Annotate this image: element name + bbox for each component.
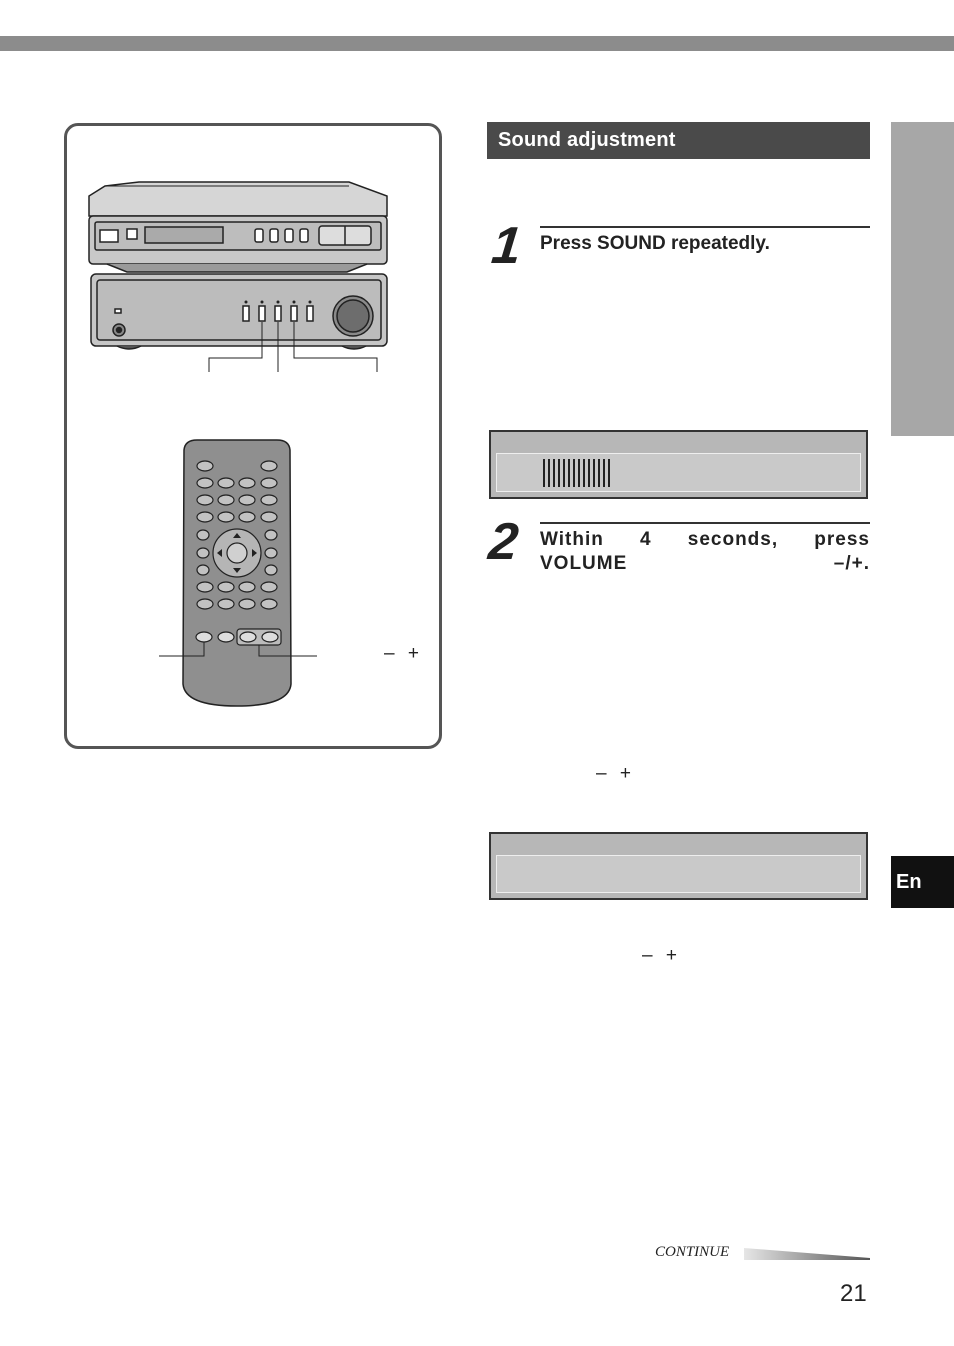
step-1-number: 1 (488, 217, 524, 275)
lcd-level-bar (543, 459, 545, 487)
cd-player-illustration (88, 181, 388, 273)
lcd-level-bars (543, 459, 610, 487)
step-2-instruction: Within 4 seconds, press VOLUME –/+. (540, 529, 870, 574)
lcd-level-bar (558, 459, 560, 487)
page-number: 21 (840, 1280, 867, 1307)
lcd-level-bar (548, 459, 550, 487)
lcd-level-bar (583, 459, 585, 487)
lcd-level-bar (603, 459, 605, 487)
lcd-display-window (496, 453, 861, 492)
step-2-rule (540, 522, 870, 524)
amplifier-illustration (90, 273, 388, 350)
step-1-instruction: Press SOUND repeatedly. (540, 233, 770, 254)
language-tab: En (891, 856, 954, 908)
section-heading: Sound adjustment (487, 122, 870, 159)
top-header-bar (0, 36, 954, 51)
lcd-display-sound-level (489, 430, 868, 499)
amplifier-callout-lines (208, 322, 378, 372)
lcd-level-bar (573, 459, 575, 487)
step-1-rule (540, 226, 870, 228)
figure-volume-label: – + (384, 643, 423, 664)
remote-callout-lines (159, 642, 317, 657)
remote-control-illustration (182, 439, 292, 707)
lcd-display-empty (489, 832, 868, 900)
lcd-level-bar (588, 459, 590, 487)
lcd-level-bar (598, 459, 600, 487)
lcd-level-bar (553, 459, 555, 487)
device-illustration (88, 181, 388, 707)
lcd-level-bar (578, 459, 580, 487)
step-2-number: 2 (485, 513, 521, 571)
lcd-level-bar (563, 459, 565, 487)
step-2-volume-label: – + (596, 763, 635, 784)
lcd-display-window (496, 855, 861, 893)
continue-label: CONTINUE (655, 1244, 730, 1260)
figure-panel: – + (64, 123, 442, 749)
lcd-level-bar (593, 459, 595, 487)
lcd-level-bar (568, 459, 570, 487)
lcd-level-bar (608, 459, 610, 487)
side-section-tab (891, 122, 954, 436)
continue-arrow-icon (744, 1248, 870, 1260)
bottom-volume-label: – + (642, 945, 681, 966)
